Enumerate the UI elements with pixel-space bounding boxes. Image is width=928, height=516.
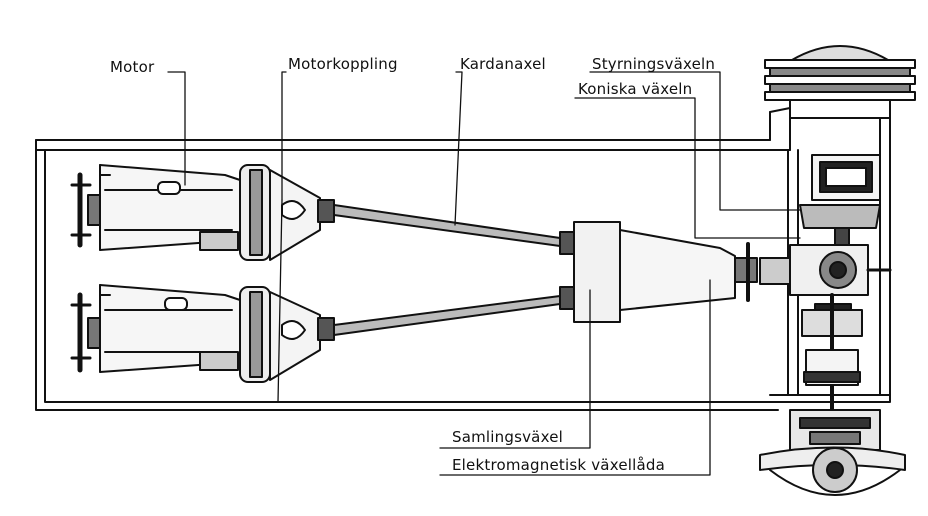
label-koniska-vaxeln: Koniska växeln [578,80,693,98]
steering-gear [799,154,881,247]
bevel-gear [759,244,892,296]
leader-lines [167,71,801,476]
bottom-wheel [759,446,906,496]
top-pulley [764,45,916,119]
upper-engine [70,164,335,261]
label-motorkoppling: Motorkoppling [288,55,398,73]
collecting-gearbox [559,221,758,323]
label-styrningsvaxeln: Styrningsväxeln [592,55,716,73]
lower-engine [70,284,335,383]
cardan-shafts [333,204,561,336]
label-samlingsvaxel: Samlingsväxel [452,428,563,446]
label-kardanaxel: Kardanaxel [460,55,546,73]
lower-gear-stack [789,293,881,472]
label-elektromagnetisk-vaxellada: Elektromagnetisk växellåda [452,456,665,474]
label-motor: Motor [110,58,155,76]
